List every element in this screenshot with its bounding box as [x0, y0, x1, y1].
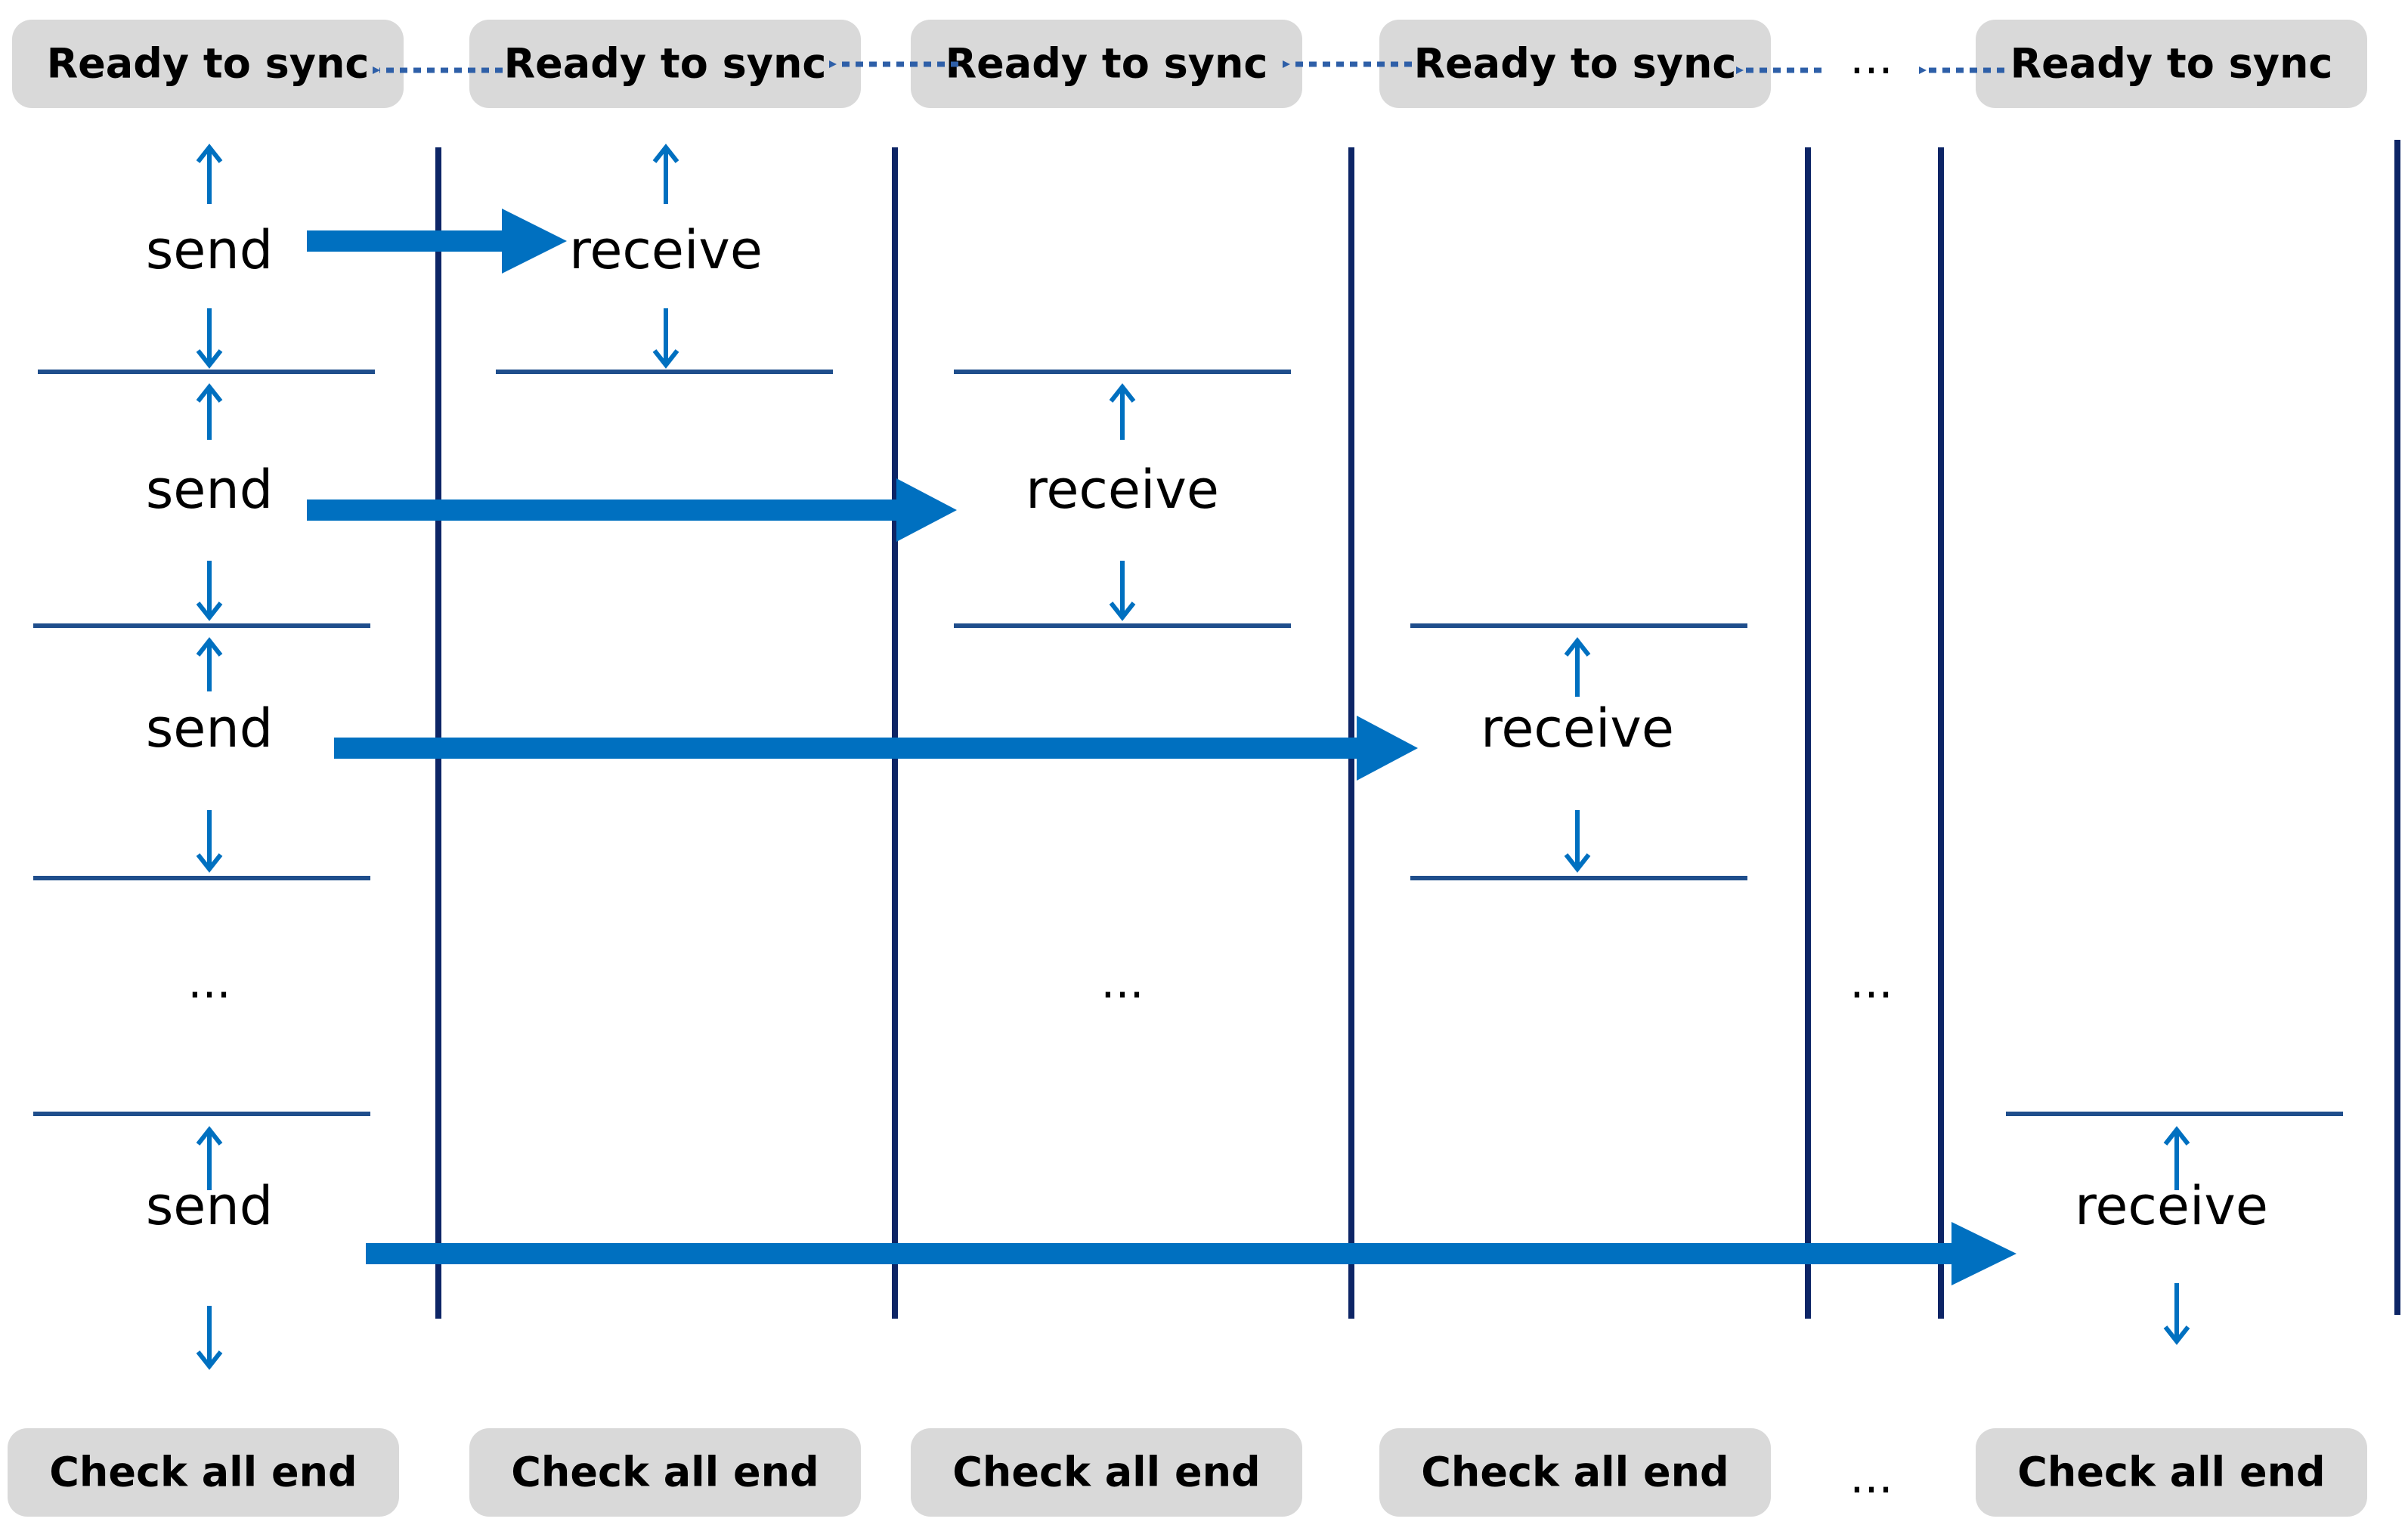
middle-ellipsis: ... [1100, 956, 1144, 1009]
ready-box-label: Ready to sync [946, 40, 1268, 88]
ready-box-label: Ready to sync [47, 40, 370, 88]
check-box: Check all end [469, 1428, 861, 1517]
transfer-arrow [307, 478, 957, 542]
middle-ellipsis: ... [187, 956, 231, 1009]
check-box: Check all end [1379, 1428, 1771, 1517]
receive-label: receive [1026, 459, 1219, 521]
send-label: send [146, 459, 273, 521]
operation-labels: send receive send receive send receive s… [146, 219, 2268, 1237]
check-box: Check all end [8, 1428, 399, 1517]
check-box-label: Check all end [2017, 1449, 2325, 1496]
check-box-label: Check all end [49, 1449, 357, 1496]
ready-box-label: Ready to sync [2010, 40, 2333, 88]
check-box: Check all end [1976, 1428, 2367, 1517]
ready-box: Ready to sync [1379, 20, 1771, 108]
send-label: send [146, 1175, 273, 1237]
ready-box: Ready to sync [12, 20, 404, 108]
middle-ellipsis: ... [1849, 956, 1893, 1009]
ready-box-label: Ready to sync [1414, 40, 1737, 88]
send-label: send [146, 219, 273, 281]
check-box-label: Check all end [952, 1449, 1260, 1496]
transfer-arrow [334, 716, 1418, 781]
lane-separators [435, 140, 2400, 1319]
transfer-arrows [307, 209, 2016, 1285]
transfer-arrow [366, 1222, 2016, 1285]
ready-box-label: Ready to sync [504, 40, 827, 88]
top-ellipsis: ... [1849, 32, 1893, 85]
small-arrows [196, 144, 2190, 1370]
receive-label: receive [569, 219, 763, 281]
send-label: send [146, 697, 273, 759]
ready-box: Ready to sync [911, 20, 1302, 108]
receive-label: receive [2075, 1175, 2268, 1237]
bottom-ellipsis: ... [1849, 1451, 1893, 1504]
ready-box: Ready to sync [469, 20, 861, 108]
check-box: Check all end [911, 1428, 1302, 1517]
check-box-label: Check all end [511, 1449, 819, 1496]
block-separators [33, 370, 2343, 1116]
receive-label: receive [1481, 697, 1674, 759]
sync-arrows [373, 60, 2004, 74]
ready-box: Ready to sync [1976, 20, 2367, 108]
transfer-arrow [307, 209, 567, 274]
check-box-label: Check all end [1421, 1449, 1729, 1496]
